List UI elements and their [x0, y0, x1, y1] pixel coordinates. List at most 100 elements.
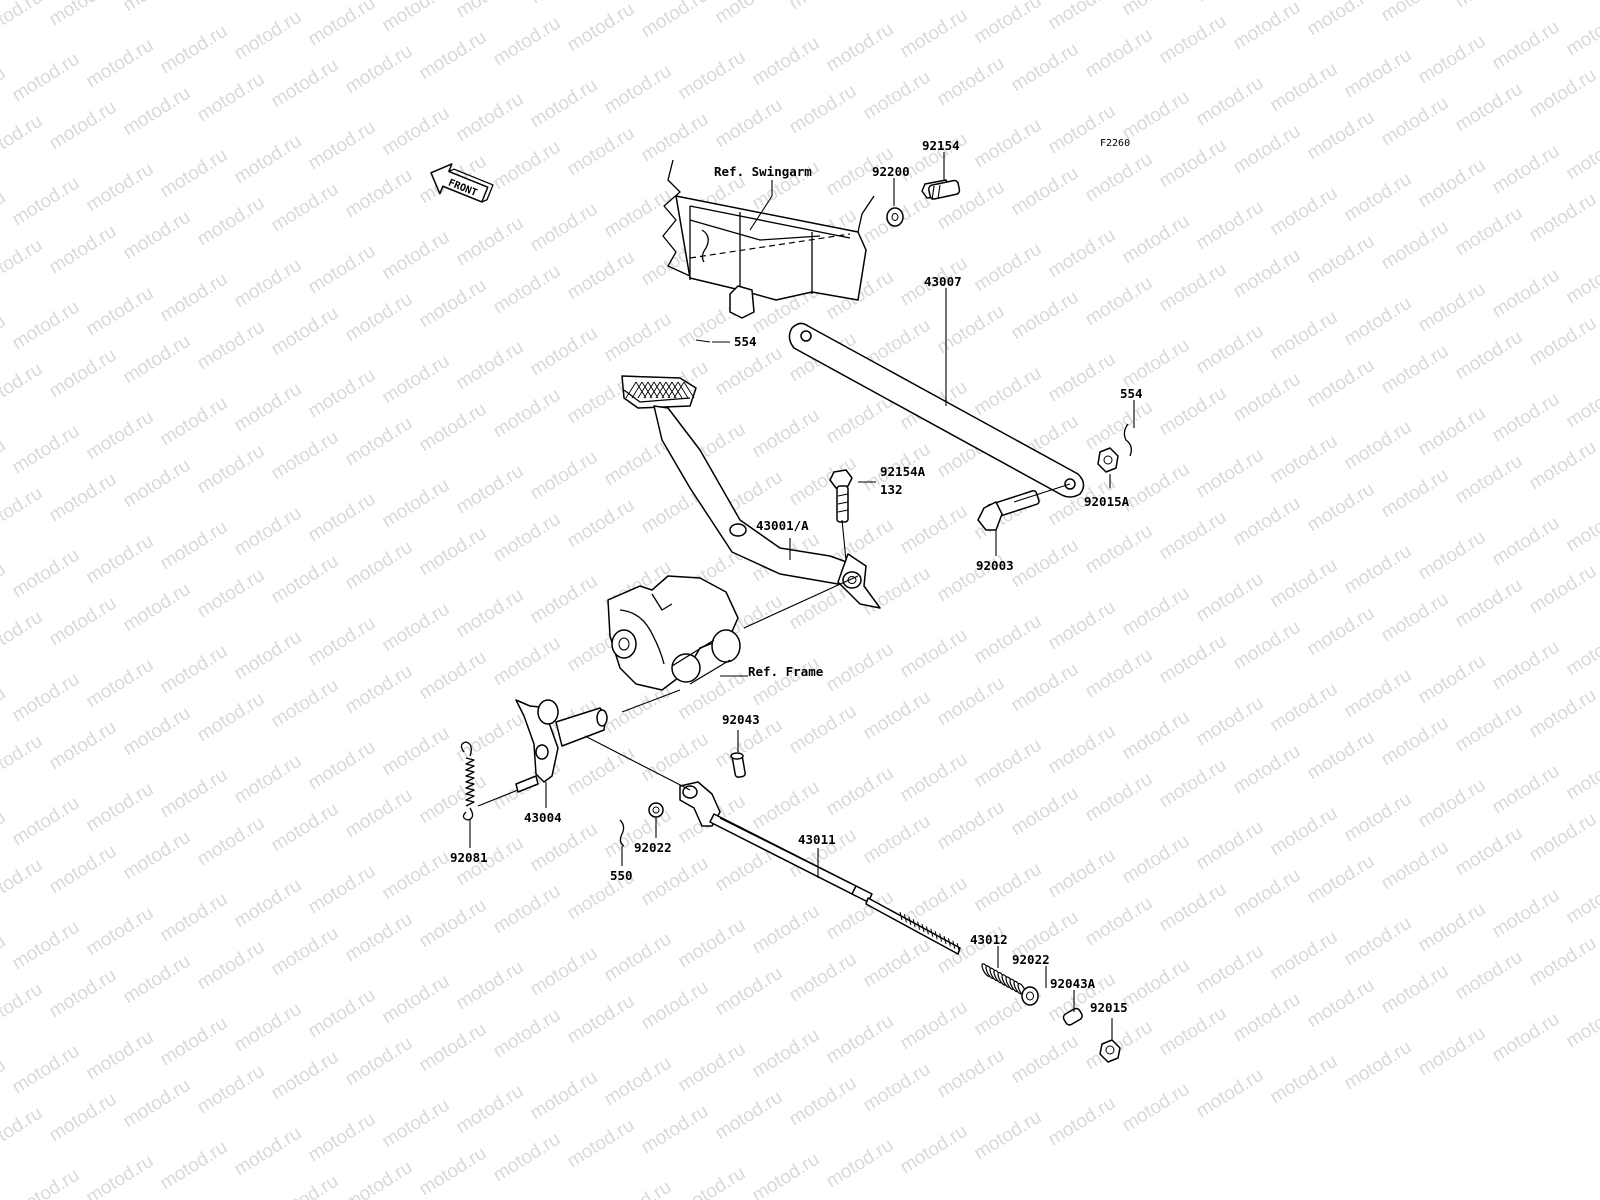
watermark-text: motod.ru	[564, 743, 639, 801]
watermark-text: motod.ru	[416, 275, 491, 333]
watermark-text: motod.ru	[823, 1011, 898, 1069]
watermark-text: motod.ru	[1304, 0, 1379, 40]
watermark-text: motod.ru	[9, 793, 84, 851]
watermark-text: motod.ru	[305, 737, 380, 795]
part-label-92081: 92081	[450, 850, 488, 865]
watermark-text: motod.ru	[527, 943, 602, 1001]
watermark-text: motod.ru	[860, 563, 935, 621]
watermark-text: motod.ru	[1415, 31, 1490, 89]
watermark-text: motod.ru	[1526, 809, 1600, 867]
pad-hatch-line	[665, 381, 677, 399]
watermark-text: motod.ru	[342, 661, 417, 719]
watermark-text: motod.ru	[490, 385, 565, 443]
watermark-text: motod.ru	[712, 963, 787, 1021]
watermark-text: motod.ru	[527, 0, 602, 8]
watermark-text: motod.ru	[416, 647, 491, 705]
part-label-550: 550	[610, 868, 633, 883]
watermark-text: motod.ru	[527, 323, 602, 381]
watermark-text: motod.ru	[1119, 1079, 1194, 1137]
pin-92043a	[1062, 1007, 1083, 1026]
part-label-92015: 92015	[1090, 1000, 1128, 1015]
watermark-text: motod.ru	[157, 889, 232, 947]
watermark-text: motod.ru	[120, 83, 195, 141]
part-label-43007: 43007	[924, 274, 962, 289]
watermark-text: motod.ru	[1563, 375, 1600, 433]
watermark-text: motod.ru	[601, 1177, 676, 1200]
watermark-text: motod.ru	[860, 935, 935, 993]
watermark-text: motod.ru	[1193, 1065, 1268, 1123]
watermark-text: motod.ru	[1082, 25, 1157, 83]
watermark-text: motod.ru	[823, 1135, 898, 1193]
watermark-text: motod.ru	[379, 475, 454, 533]
watermark-text: motod.ru	[1378, 93, 1453, 151]
watermark-text: motod.ru	[1415, 279, 1490, 337]
watermark-text: motod.ru	[1415, 651, 1490, 709]
ref-frame-label: Ref. Frame	[748, 664, 824, 679]
watermark-text: motod.ru	[1230, 121, 1305, 179]
watermark-text: motod.ru	[416, 1143, 491, 1200]
watermark-text: motod.ru	[1267, 183, 1342, 241]
watermark-text: motod.ru	[786, 701, 861, 759]
watermark-text: motod.ru	[46, 965, 121, 1023]
watermark-text: motod.ru	[0, 607, 46, 665]
watermark-text: motod.ru	[971, 611, 1046, 669]
rod-thread	[899, 911, 960, 952]
watermark-text: motod.ru	[1193, 73, 1268, 131]
watermark-text: motod.ru	[1378, 837, 1453, 895]
watermark-text: motod.ru	[1415, 155, 1490, 213]
watermark-text: motod.ru	[749, 653, 824, 711]
watermark-text: motod.ru	[46, 345, 121, 403]
watermark-text: motod.ru	[1489, 389, 1564, 447]
watermark-text: motod.ru	[194, 565, 269, 623]
watermark-text: motod.ru	[453, 1081, 528, 1139]
watermark-text: motod.ru	[1193, 0, 1268, 6]
watermark-text: motod.ru	[1082, 273, 1157, 331]
watermark-text: motod.ru	[1045, 721, 1120, 779]
watermark-text: motod.ru	[1230, 865, 1305, 923]
watermark-text: motod.ru	[120, 579, 195, 637]
watermark-text: motod.ru	[1563, 623, 1600, 681]
watermark-text: motod.ru	[1341, 169, 1416, 227]
watermark-text: motod.ru	[897, 625, 972, 683]
watermark-text: motod.ru	[1119, 0, 1194, 20]
watermark-text: motod.ru	[564, 991, 639, 1049]
watermark-text: motod.ru	[1526, 561, 1600, 619]
pad-hatch-line	[659, 381, 671, 399]
watermark-text: motod.ru	[934, 301, 1009, 359]
spring-43012	[981, 963, 1027, 997]
watermark-text: motod.ru	[342, 537, 417, 595]
watermark-text: motod.ru	[416, 523, 491, 581]
watermark-text: motod.ru	[231, 379, 306, 437]
watermark-text: motod.ru	[0, 731, 46, 789]
watermark-text: motod.ru	[231, 999, 306, 1057]
watermark-text: motod.ru	[638, 853, 713, 911]
watermark-text: motod.ru	[453, 89, 528, 147]
watermark-text: motod.ru	[675, 1163, 750, 1200]
watermark-text: motod.ru	[157, 517, 232, 575]
watermark-text: motod.ru	[83, 903, 158, 961]
watermark-text: motod.ru	[897, 501, 972, 559]
watermark-text: motod.ru	[1489, 1009, 1564, 1067]
pad-hatch-line	[667, 381, 679, 399]
watermark-text: motod.ru	[1045, 349, 1120, 407]
watermark-text: motod.ru	[120, 1075, 195, 1133]
watermark-text: motod.ru	[712, 343, 787, 401]
watermark-text: motod.ru	[0, 559, 9, 617]
watermark-text: motod.ru	[1526, 933, 1600, 991]
watermark-text: motod.ru	[1156, 383, 1231, 441]
watermark-text: motod.ru	[1341, 417, 1416, 475]
watermark-text: motod.ru	[1119, 211, 1194, 269]
watermark-text: motod.ru	[1008, 535, 1083, 593]
watermark-text: motod.ru	[1082, 645, 1157, 703]
watermark-text: motod.ru	[1526, 313, 1600, 371]
watermark-text: motod.ru	[379, 351, 454, 409]
watermark-text: motod.ru	[860, 811, 935, 869]
watermark-text: motod.ru	[0, 1103, 46, 1161]
watermark-text: motod.ru	[1008, 783, 1083, 841]
watermark-text: motod.ru	[120, 827, 195, 885]
watermark-text: motod.ru	[1082, 769, 1157, 827]
watermark-text: motod.ru	[1452, 451, 1527, 509]
watermark-text: motod.ru	[1008, 659, 1083, 717]
watermark-text: motod.ru	[1304, 107, 1379, 165]
watermark-text: motod.ru	[342, 289, 417, 347]
